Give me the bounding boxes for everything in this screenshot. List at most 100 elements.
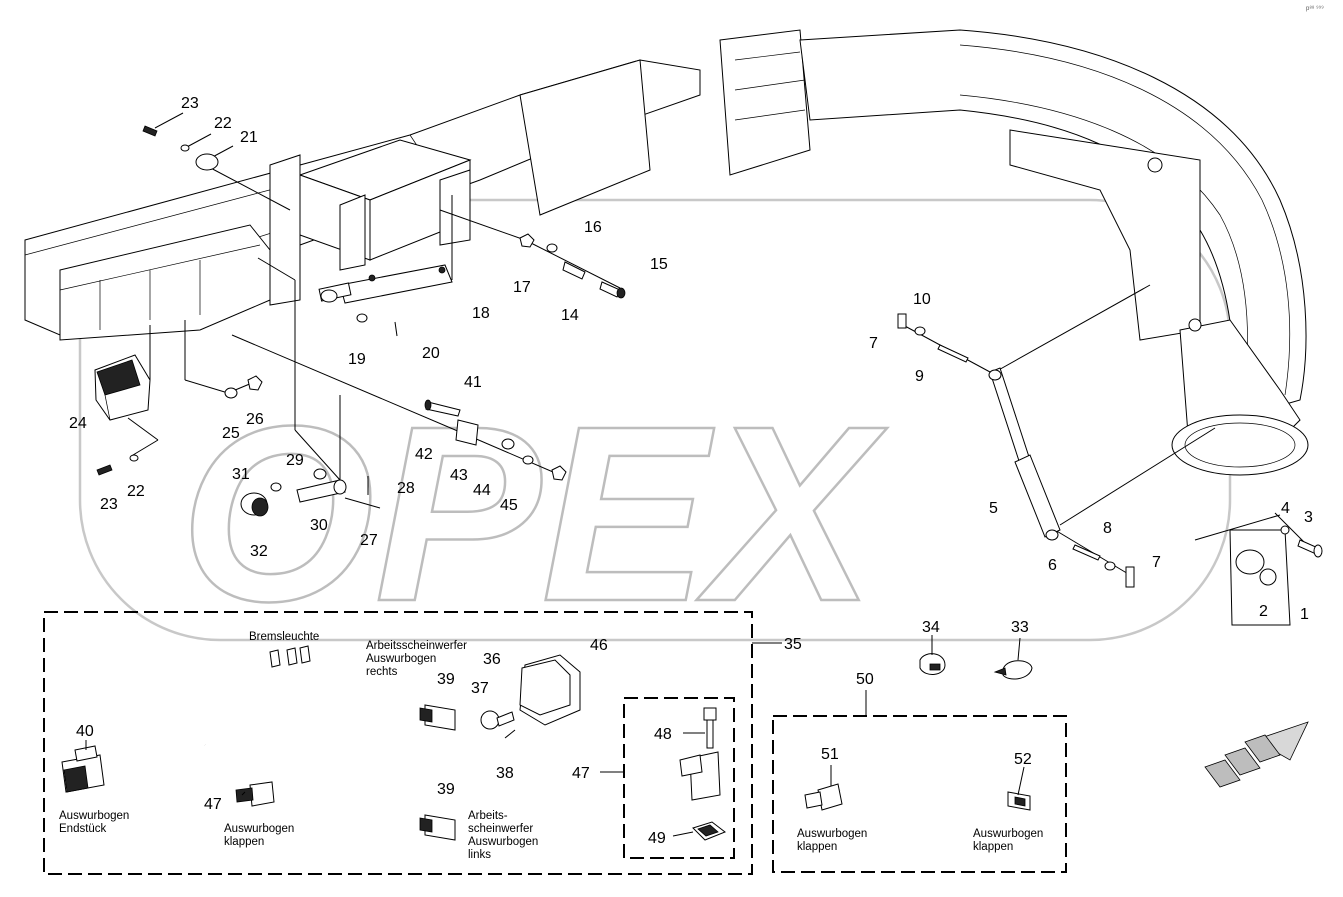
label-bremsleuchte: Bremsleuchte [249, 631, 319, 643]
callout-48: 48 [654, 726, 672, 743]
callout-46: 46 [590, 637, 608, 654]
o-ring-31 [270, 482, 282, 492]
nut-17 [519, 233, 535, 248]
callout-47b: 47 [572, 765, 590, 782]
callout-23b: 23 [100, 496, 118, 513]
watermark: OPEX [78, 198, 1232, 654]
group-35-wiring-harness [43, 611, 753, 875]
nut-29 [313, 468, 327, 480]
callout-41: 41 [464, 374, 482, 391]
callout-22b: 22 [127, 483, 145, 500]
washer-43 [501, 438, 515, 450]
group-47-valve-connector [623, 697, 735, 859]
washer-8 [1104, 561, 1116, 571]
callout-38: 38 [496, 765, 514, 782]
nut-45 [551, 465, 567, 481]
callout-9: 9 [915, 368, 924, 385]
pin-9 [937, 344, 969, 363]
callout-42: 42 [415, 446, 433, 463]
callout-6: 6 [1048, 557, 1057, 574]
callout-18: 18 [472, 305, 490, 322]
cap-32 [240, 492, 269, 517]
callout-39a: 39 [437, 671, 455, 688]
clamp-33 [993, 660, 1033, 680]
callout-22a: 22 [214, 115, 232, 132]
sleeve-7-bottom [1125, 566, 1135, 588]
callout-49: 49 [648, 830, 666, 847]
label-aws-links-1: Arbeits- [468, 810, 508, 822]
label-aws-links-2: scheinwerfer [468, 823, 533, 835]
frame-structure [24, 29, 1309, 476]
callout-2: 2 [1259, 603, 1268, 620]
label-klappen-b1: Auswurbogen [797, 828, 867, 840]
pin-27 [344, 497, 381, 509]
callout-32: 32 [250, 543, 268, 560]
washer-19 [356, 313, 368, 323]
callout-33: 33 [1011, 619, 1029, 636]
callout-25: 25 [222, 425, 240, 442]
callout-24: 24 [69, 415, 87, 432]
callout-37: 37 [471, 680, 489, 697]
washer-25 [224, 387, 238, 399]
callout-15: 15 [650, 256, 668, 273]
callout-3: 3 [1304, 509, 1313, 526]
label-aws-rechts-3: rechts [366, 666, 398, 678]
callout-28: 28 [397, 480, 415, 497]
label-aws-rechts-1: Arbeitsscheinwerfer [366, 640, 467, 652]
washer-10 [914, 326, 926, 336]
bracket-42 [455, 419, 479, 446]
bolt-15 [599, 281, 626, 299]
bolt-23-bottom [96, 464, 113, 476]
callout-14: 14 [561, 307, 579, 324]
callout-19: 19 [348, 351, 366, 368]
bolt-23-top [142, 125, 158, 137]
adapter-30 [296, 479, 347, 503]
group-50-cable [772, 715, 1067, 873]
callout-7a: 7 [869, 335, 878, 352]
washer-16 [546, 243, 558, 253]
pin-20 [394, 321, 398, 337]
callout-34: 34 [922, 619, 940, 636]
label-klappen-a2: klappen [224, 836, 264, 848]
callout-7b: 7 [1152, 554, 1161, 571]
o-ring-21 [195, 153, 219, 171]
callout-29: 29 [286, 452, 304, 469]
label-klappen-b2: klappen [797, 841, 837, 853]
pin-6 [1072, 544, 1101, 561]
text-labels: Bremsleuchte Arbeitsscheinwerfer Auswurb… [59, 631, 1043, 861]
callout-39b: 39 [437, 781, 455, 798]
callout-1: 1 [1300, 606, 1309, 623]
callout-50: 50 [856, 671, 874, 688]
callout-52: 52 [1014, 751, 1032, 768]
callout-23a: 23 [181, 95, 199, 112]
label-aws-links-4: links [468, 849, 491, 861]
callout-51: 51 [821, 746, 839, 763]
hydraulic-cylinder-18 [318, 264, 453, 304]
label-aws-links-3: Auswurbogen [468, 836, 538, 848]
callout-27: 27 [360, 532, 378, 549]
callout-43: 43 [450, 467, 468, 484]
label-klappen-c1: Auswurbogen [973, 828, 1043, 840]
callout-21: 21 [240, 129, 258, 146]
callout-26: 26 [246, 411, 264, 428]
callout-35: 35 [784, 636, 802, 653]
callout-47a: 47 [204, 796, 222, 813]
callout-16: 16 [584, 219, 602, 236]
washer-22-bottom [129, 454, 139, 462]
callout-4: 4 [1281, 500, 1290, 517]
clamp-34 [919, 653, 946, 675]
nut-26 [247, 375, 263, 391]
callout-36: 36 [483, 651, 501, 668]
svg-text:OPEX: OPEX [180, 374, 888, 653]
label-aws-rechts-2: Auswurbogen [366, 653, 436, 665]
sleeve-7-top [897, 313, 907, 329]
callout-45: 45 [500, 497, 518, 514]
label-endstueck-2: Endstück [59, 823, 107, 835]
callout-20: 20 [422, 345, 440, 362]
callout-numbers: 1 2 3 4 5 6 7 7 8 9 10 14 15 16 17 18 19… [69, 95, 1313, 847]
washer-44 [522, 455, 534, 465]
callout-44: 44 [473, 482, 491, 499]
callout-31: 31 [232, 466, 250, 483]
callout-8: 8 [1103, 520, 1112, 537]
